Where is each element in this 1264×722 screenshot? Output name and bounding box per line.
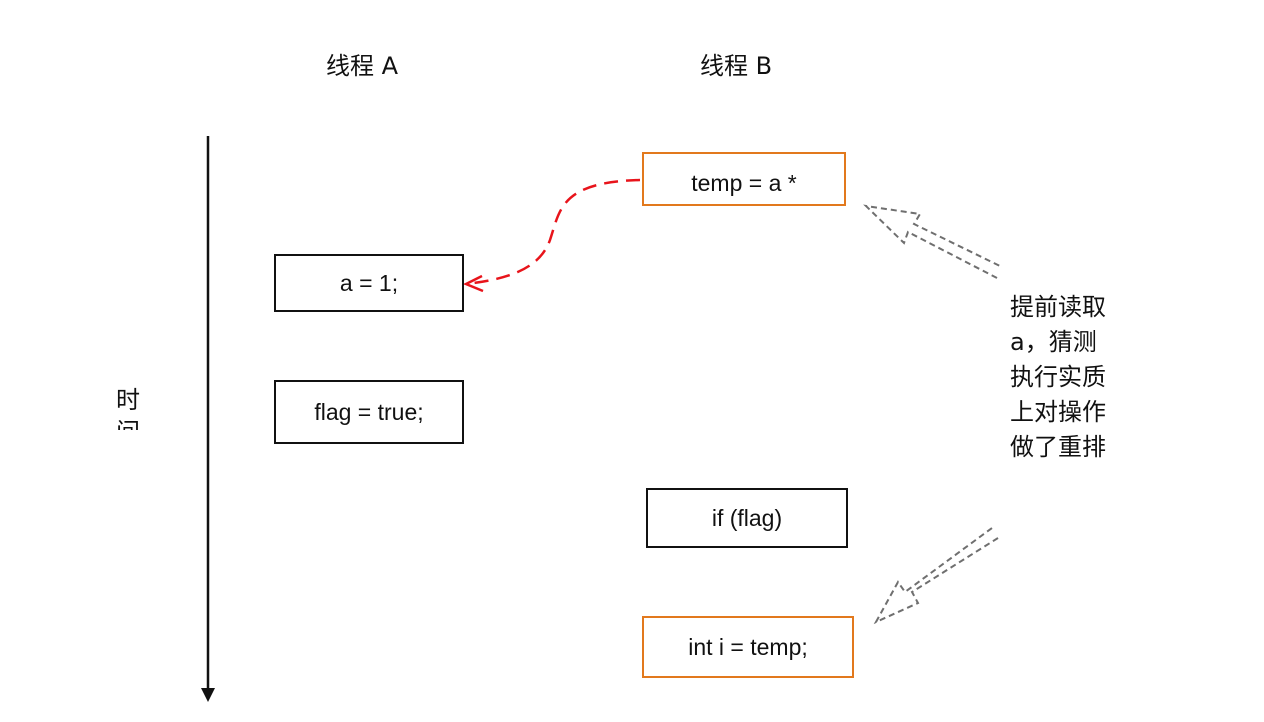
check-flag-statement: if (flag) bbox=[646, 488, 848, 548]
read-a-arrow-icon bbox=[462, 178, 641, 293]
thread-b-label: 线程 B bbox=[700, 52, 773, 80]
note-to-read-arrow-icon bbox=[863, 204, 1001, 279]
thread-a-label: 线程 A bbox=[326, 52, 399, 80]
write-flag-statement: flag = true; bbox=[274, 380, 464, 444]
read-a-statement: temp = a * bbox=[642, 152, 846, 206]
time-axis-label: 时间 bbox=[116, 386, 140, 430]
assign-temp-statement: int i = temp; bbox=[642, 616, 854, 678]
time-axis-arrow-icon bbox=[201, 136, 215, 702]
note-to-assign-arrow-icon bbox=[873, 527, 999, 625]
reorder-note: 提前读取 a，猜测执行实质上对操作做了重排 bbox=[1010, 293, 1106, 461]
write-a-statement: a = 1; bbox=[274, 254, 464, 312]
